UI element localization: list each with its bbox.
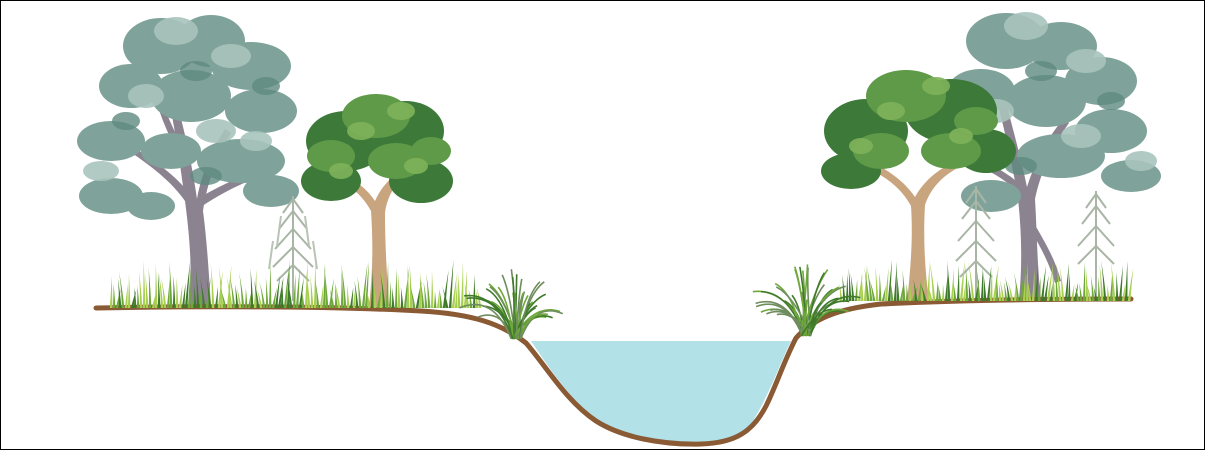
grass-blade [1119, 265, 1123, 301]
grass-blade [143, 260, 146, 308]
grass-blade [434, 291, 437, 308]
grass-blade [419, 272, 422, 308]
grass-blade [250, 268, 253, 308]
grass-blade [110, 276, 113, 308]
grass-blade [431, 271, 434, 308]
grass-blade [125, 284, 128, 308]
green-tree-left [301, 94, 453, 306]
grass-blade [158, 272, 161, 308]
grass-blade [296, 268, 300, 308]
grass-blade [245, 288, 248, 308]
grass-blade [254, 269, 257, 308]
grass-blade [167, 278, 170, 308]
grass-blade [182, 283, 186, 308]
grass-blade [302, 290, 305, 308]
grass-blade [1107, 284, 1110, 301]
grass-blade [266, 277, 269, 308]
grass-blade [353, 290, 356, 308]
grass-blade [398, 272, 401, 308]
grass-blade [473, 275, 476, 308]
grass-blade [983, 271, 986, 301]
grass-blade [936, 280, 939, 301]
grass-blade [401, 287, 404, 308]
grass-blade [1098, 277, 1101, 301]
grass-blade [269, 263, 272, 308]
grass-blade [155, 264, 158, 308]
grass-blade [149, 267, 152, 308]
grass-blade [461, 262, 464, 308]
grass-blade [902, 270, 905, 301]
grass-blade [392, 287, 395, 308]
grass-blade [176, 277, 179, 308]
grass-blade [437, 291, 440, 308]
grass-blade [145, 274, 148, 308]
grass-blade [449, 260, 454, 308]
grass-blade [389, 281, 392, 308]
grass-blade [423, 282, 427, 308]
grass-blade [894, 262, 897, 301]
eucalyptus-tree-left [77, 15, 299, 306]
grass-blade [439, 288, 442, 308]
grass-blade [395, 268, 398, 308]
grass-blade [409, 263, 412, 308]
sapling-left [269, 196, 317, 301]
grass-blade [347, 284, 350, 308]
grass-blade [942, 284, 945, 301]
grass-blade [113, 284, 116, 308]
grass-blade [139, 270, 143, 308]
grass-blade [981, 267, 984, 301]
grass-blade [350, 287, 353, 308]
grass-blade [137, 285, 140, 308]
grass-blade [953, 283, 956, 301]
grass-blade [173, 276, 176, 308]
grass-blade [310, 275, 313, 308]
grass-blade [1083, 262, 1086, 301]
grass-blade [1086, 265, 1089, 301]
grass-blade [945, 271, 948, 301]
grass-blade [1116, 272, 1119, 301]
grass-blade [128, 274, 131, 308]
grass-blade [875, 267, 878, 301]
grass-strip-right [839, 259, 1133, 301]
grass-blade [855, 279, 858, 301]
grass-blade [458, 272, 461, 308]
grass-blade [1128, 268, 1133, 301]
grass-blade [1125, 261, 1128, 301]
grass-blade [957, 266, 960, 301]
sedge-clump-left [460, 269, 563, 339]
grass-blade [341, 268, 344, 308]
grass-blade [357, 276, 361, 308]
grass-blade [211, 263, 215, 308]
grass-blade [879, 273, 882, 301]
grass-blade [320, 284, 324, 308]
grass-blade [897, 275, 900, 301]
grass-blade [885, 267, 889, 301]
sapling-right-2 [1078, 191, 1114, 299]
